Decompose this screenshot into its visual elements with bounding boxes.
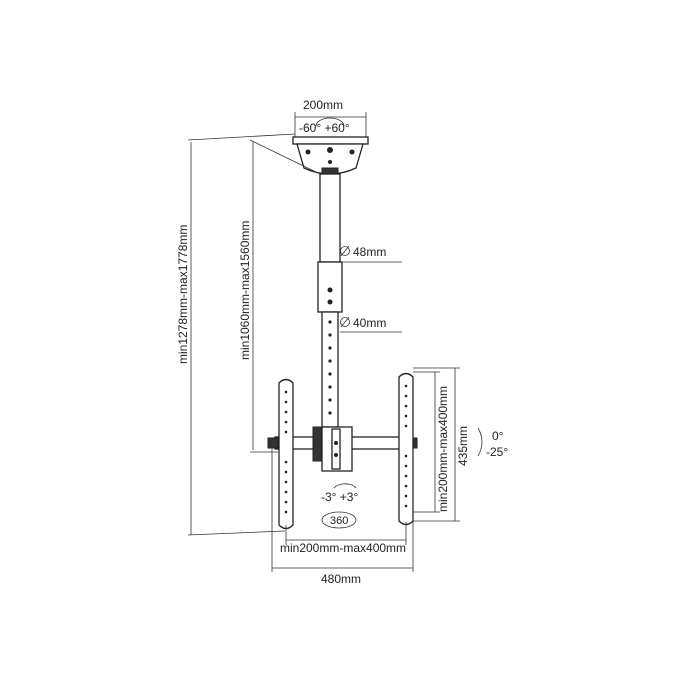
- upper-pole: [319, 173, 341, 263]
- rotation-label: -3° +3°: [321, 490, 358, 504]
- swivel-arc-icon: [315, 117, 345, 127]
- tilt-annotation: 0° -25°: [477, 427, 508, 459]
- pole-height-dimension: min1060mm-max1560mm: [238, 139, 321, 453]
- vesa-vertical-label: min200mm-max400mm: [436, 386, 450, 512]
- right-vesa-arm: [398, 372, 414, 526]
- tilt-head: [312, 426, 353, 472]
- inner-diameter-label: 40mm: [353, 316, 386, 330]
- plate-width-label: 200mm: [303, 98, 343, 112]
- vesa-horizontal-label: min200mm-max400mm: [280, 541, 406, 555]
- pole-clamp: [317, 261, 343, 313]
- diameter-symbol-icon: [340, 316, 350, 328]
- rotation-360-label: 360: [330, 515, 348, 527]
- lower-pole: [321, 311, 339, 428]
- tilt-top-label: 0°: [492, 429, 504, 443]
- overall-width-label: 480mm: [321, 572, 361, 586]
- swivel-label: -60° +60°: [299, 121, 350, 135]
- rotation-arc-icon: [333, 483, 357, 489]
- tilt-arc-icon: [477, 427, 483, 457]
- swivel-annotation: -60° +60°: [299, 117, 350, 135]
- vesa-vertical-dimension: min200mm-max400mm: [413, 371, 450, 513]
- diameter-symbol-icon: [340, 245, 350, 257]
- vesa-horizontal-dimension: min200mm-max400mm: [280, 522, 407, 555]
- outer-diameter-label: 48mm: [353, 245, 386, 259]
- overall-width-dimension: 480mm: [271, 448, 414, 586]
- plate-width-dimension: 200mm: [294, 98, 367, 140]
- total-height-dimension: min1278mm-max1778mm: [176, 133, 296, 536]
- bracket-height-dimension: 435mm: [413, 367, 470, 522]
- pole-height-label: min1060mm-max1560mm: [238, 221, 252, 360]
- ceiling-plate: [292, 136, 369, 175]
- inner-diameter-callout: 40mm: [340, 316, 402, 333]
- left-vesa-arm: [278, 378, 294, 530]
- rotate-360-icon: [321, 511, 357, 529]
- bracket-height-label: 435mm: [456, 426, 470, 466]
- tilt-bottom-label: -25°: [486, 445, 508, 459]
- rotation-360-badge: 360: [321, 511, 357, 529]
- total-height-label: min1278mm-max1778mm: [176, 225, 190, 364]
- rotation-annotation: -3° +3°: [321, 483, 358, 504]
- outer-diameter-callout: 48mm: [340, 245, 402, 263]
